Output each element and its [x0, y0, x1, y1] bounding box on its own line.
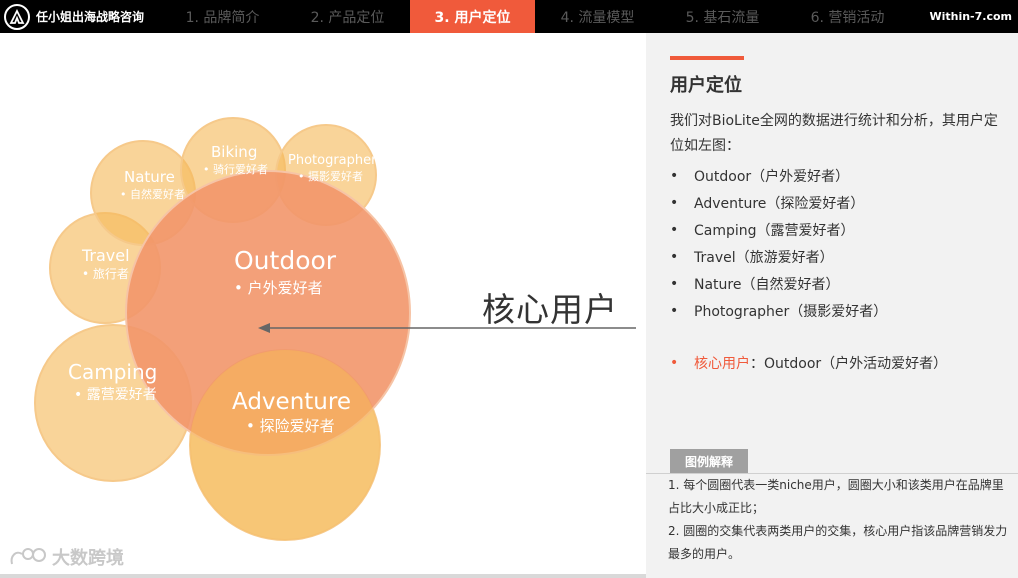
tab-base-traffic[interactable]: 5. 基石流量 — [685, 9, 760, 26]
brand-logo-icon — [4, 3, 30, 30]
panel-intro: 我们对BioLite全网的数据进行统计和分析，其用户定位如左图： — [670, 113, 998, 154]
tab-marketing[interactable]: 6. 营销活动 — [810, 9, 885, 26]
adventure-name: Adventure — [232, 389, 351, 415]
section-tabs: 1. 品牌简介 2. 产品定位 3. 用户定位 4. 流量模型 5. 基石流量 … — [160, 0, 910, 33]
biking-sub: • 骑行爱好者 — [203, 163, 268, 176]
bullet-icon: • — [670, 248, 679, 265]
bubble-label-travel: Travel • 旅行者 — [82, 246, 130, 282]
outdoor-sub: • 户外爱好者 — [234, 279, 323, 297]
core-user-key: 核心用户 — [694, 355, 750, 372]
tab-brand-intro[interactable]: 1. 品牌简介 — [185, 9, 260, 26]
travel-sub: • 旅行者 — [82, 267, 129, 281]
outdoor-name: Outdoor — [234, 246, 337, 275]
bullet-icon: • — [670, 221, 679, 238]
user-bubble-diagram: Outdoor • 户外爱好者 Adventure • 探险爱好者 Campin… — [0, 33, 646, 578]
bullet-icon: • — [670, 275, 679, 292]
legend-text: 1. 每个圆圈代表一类niche用户，圆圈大小和该类用户在品牌里占比大小成正比；… — [668, 474, 1008, 566]
explanation-panel: 用户定位 我们对BioLite全网的数据进行统计和分析，其用户定位如左图： • O… — [646, 33, 1018, 578]
bullet-icon: • — [670, 302, 679, 319]
panel-title: 用户定位 — [670, 75, 742, 96]
bullet-icon: • — [670, 167, 679, 184]
list-item: • Travel（旅游爱好者） — [670, 243, 887, 270]
core-user-arrow-head-icon — [258, 323, 270, 333]
camping-sub: • 露营爱好者 — [74, 387, 157, 403]
camping-name: Camping — [68, 360, 158, 384]
legend-title: 图例解释 — [670, 449, 748, 473]
title-accent-line — [670, 56, 744, 60]
list-item-text: Outdoor（户外爱好者） — [694, 168, 850, 185]
tab-user-positioning[interactable]: 3. 用户定位 — [410, 0, 535, 33]
photographer-sub: • 摄影爱好者 — [298, 170, 363, 183]
list-item: • Camping（露营爱好者） — [670, 216, 887, 243]
legend-divider — [646, 473, 1018, 474]
core-user-value: ：Outdoor（户外活动爱好者） — [750, 355, 948, 372]
core-user-line: • 核心用户 ：Outdoor（户外活动爱好者） — [670, 349, 947, 376]
bottom-strip — [0, 574, 646, 578]
list-item: • Outdoor（户外爱好者） — [670, 162, 887, 189]
bubble-label-adventure: Adventure • 探险爱好者 — [232, 389, 351, 436]
list-item-text: Adventure（探险爱好者） — [694, 195, 865, 212]
watermark-text: 大数跨境 — [52, 548, 124, 569]
bubble-label-biking: Biking • 骑行爱好者 — [203, 143, 268, 177]
bubble-adventure-rim — [190, 350, 380, 540]
biking-name: Biking — [211, 143, 258, 161]
legend-item-1: 1. 每个圆圈代表一类niche用户，圆圈大小和该类用户在品牌里占比大小成正比； — [668, 478, 1004, 515]
brand-name: 任小姐出海战略咨询 — [36, 10, 145, 24]
watermark-logo-icon — [10, 548, 46, 565]
list-item: • Adventure（探险爱好者） — [670, 189, 887, 216]
bullet-icon: • — [670, 354, 679, 371]
core-user-label: 核心用户 — [482, 290, 618, 329]
legend-item-2: 2. 圆圈的交集代表两类用户的交集，核心用户指该品牌营销发力最多的用户。 — [668, 524, 1008, 561]
list-item-text: Camping（露营爱好者） — [694, 222, 855, 239]
user-segment-list: • Outdoor（户外爱好者） • Adventure（探险爱好者） • Campi… — [670, 162, 887, 324]
list-item: • Photographer（摄影爱好者） — [670, 297, 887, 324]
adventure-sub: • 探险爱好者 — [246, 417, 335, 435]
tab-product-positioning[interactable]: 2. 产品定位 — [310, 9, 385, 26]
brand[interactable]: 任小姐出海战略咨询 — [0, 0, 160, 33]
list-item-text: Photographer（摄影爱好者） — [694, 303, 888, 320]
site-link[interactable]: Within-7.com — [929, 10, 1012, 23]
list-item-text: Travel（旅游爱好者） — [694, 249, 834, 266]
list-item: • Nature（自然爱好者） — [670, 270, 887, 297]
watermark: 大数跨境 — [8, 544, 124, 570]
nature-sub: • 自然爱好者 — [120, 188, 185, 201]
top-nav-bar: 任小姐出海战略咨询 1. 品牌简介 2. 产品定位 3. 用户定位 4. 流量模… — [0, 0, 1018, 33]
bubble-label-nature: Nature • 自然爱好者 — [120, 168, 185, 202]
bubble-label-outdoor: Outdoor • 户外爱好者 — [234, 246, 336, 298]
bullet-icon: • — [670, 194, 679, 211]
bubble-label-camping: Camping • 露营爱好者 — [68, 360, 157, 404]
travel-name: Travel — [82, 246, 130, 265]
bubble-label-photographer: Photographer • 摄影爱好者 — [288, 153, 376, 184]
tab-traffic-model[interactable]: 4. 流量模型 — [560, 9, 635, 26]
nature-name: Nature — [124, 168, 175, 186]
list-item-text: Nature（自然爱好者） — [694, 276, 840, 293]
photographer-name: Photographer — [288, 153, 377, 168]
